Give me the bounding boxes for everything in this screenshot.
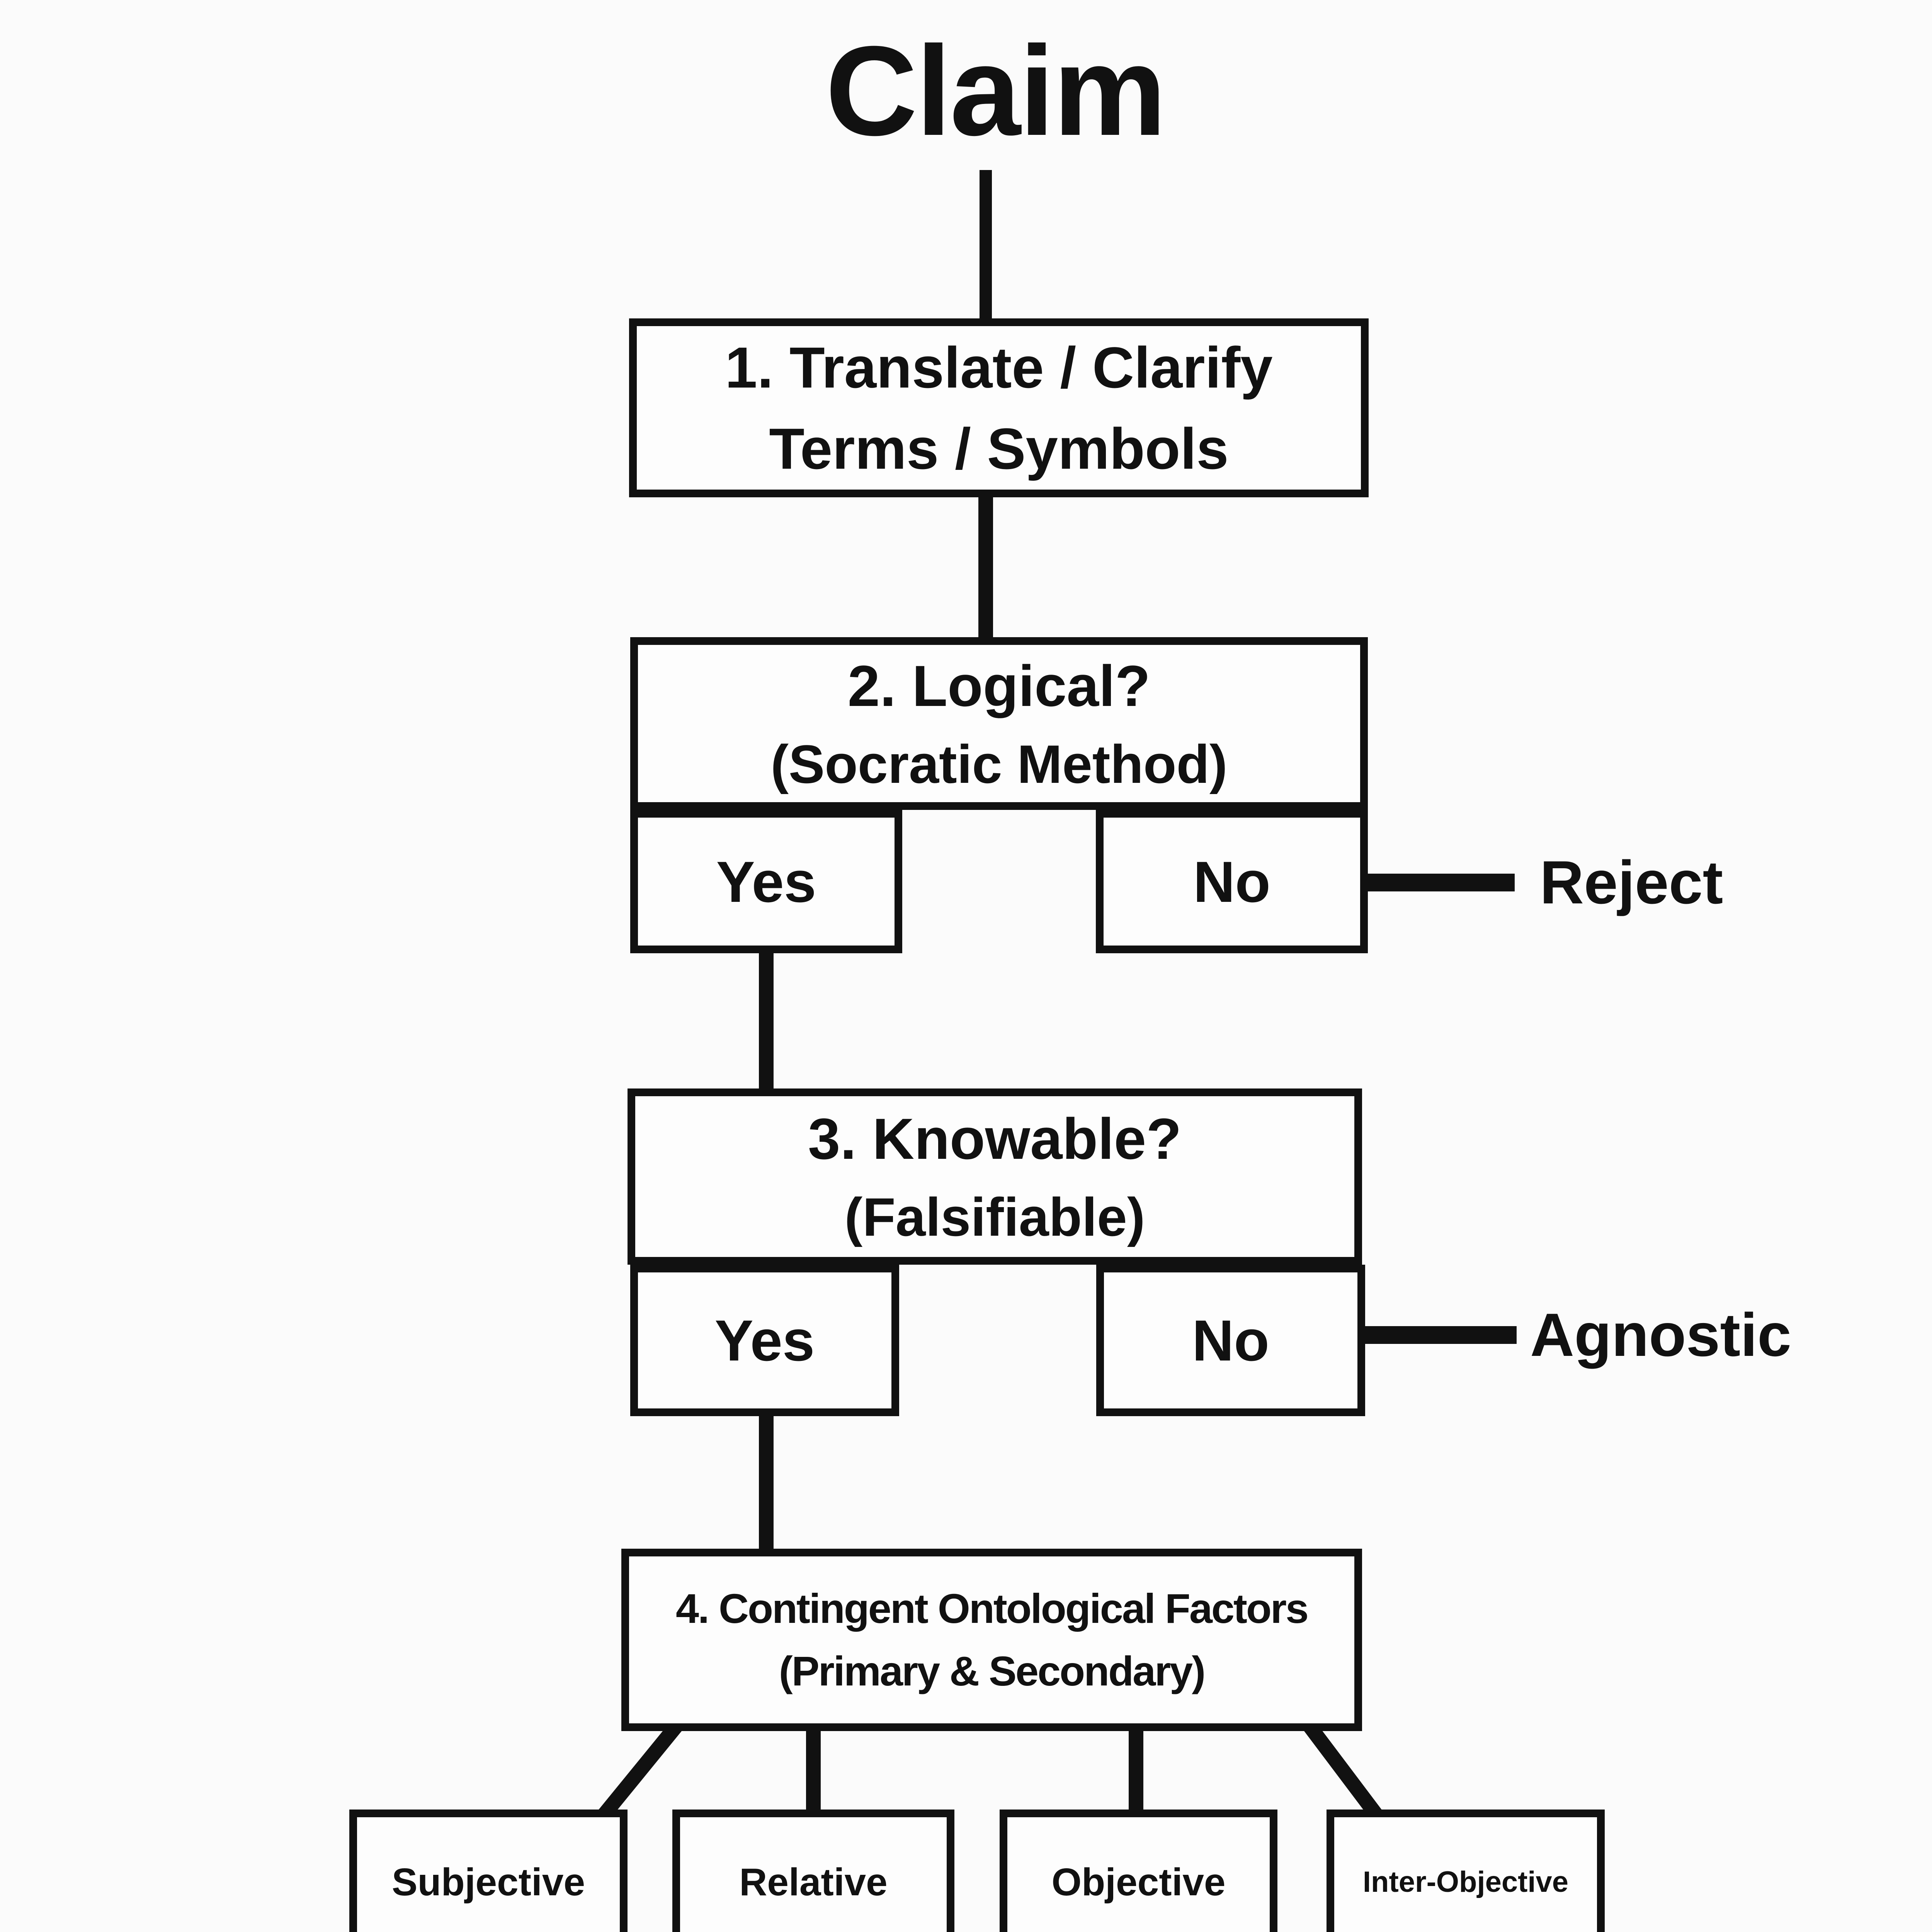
quadrant-relative-box: Relative [672, 1810, 954, 1932]
quadrant-relative-label: Relative [739, 1861, 888, 1904]
step3-line1: 3. Knowable? [808, 1106, 1182, 1171]
quadrant-subjective-label: Subjective [391, 1861, 585, 1904]
step4-line2: (Primary & Secondary) [779, 1648, 1206, 1694]
step2-yes-box: Yes [630, 810, 902, 953]
step2-box: 2. Logical? (Socratic Method) [630, 637, 1368, 810]
step1-box: 1. Translate / Clarify Terms / Symbols [629, 318, 1369, 497]
flowchart-title: Claim [825, 19, 1167, 162]
agnostic-outcome-label: Agnostic [1530, 1296, 1791, 1374]
quadrant-interobjective-label: Inter-Objective [1362, 1865, 1569, 1898]
step1-line2: Terms / Symbols [769, 416, 1229, 481]
step1-line1: 1. Translate / Clarify [725, 335, 1273, 400]
step4-line1: 4. Contingent Ontological Factors [675, 1585, 1309, 1632]
step2-line2: (Socratic Method) [770, 733, 1228, 794]
step3-line2: (Falsifiable) [844, 1187, 1145, 1247]
quadrant-interobjective-box: Inter-Objective [1327, 1810, 1605, 1932]
agnostic-text: Agnostic [1530, 1301, 1791, 1369]
step2-no-box: No [1096, 810, 1368, 953]
quadrant-subjective-box: Subjective [349, 1810, 628, 1932]
step3-yes-box: Yes [630, 1265, 899, 1416]
line-step4-to-interobjective [1300, 1717, 1386, 1825]
step3-yes-label: Yes [714, 1308, 815, 1373]
step3-no-label: No [1192, 1308, 1269, 1373]
quadrant-objective-label: Objective [1051, 1861, 1226, 1904]
reject-text: Reject [1540, 849, 1723, 917]
line-step4-to-subjective [594, 1716, 686, 1825]
step4-box: 4. Contingent Ontological Factors (Prima… [621, 1549, 1362, 1731]
quadrant-objective-box: Objective [1000, 1810, 1277, 1932]
reject-outcome-label: Reject [1540, 844, 1723, 921]
step3-box: 3. Knowable? (Falsifiable) [628, 1088, 1362, 1265]
step3-no-box: No [1096, 1265, 1365, 1416]
step2-no-label: No [1193, 849, 1270, 914]
step2-yes-label: Yes [716, 849, 816, 914]
step2-line1: 2. Logical? [847, 653, 1151, 718]
